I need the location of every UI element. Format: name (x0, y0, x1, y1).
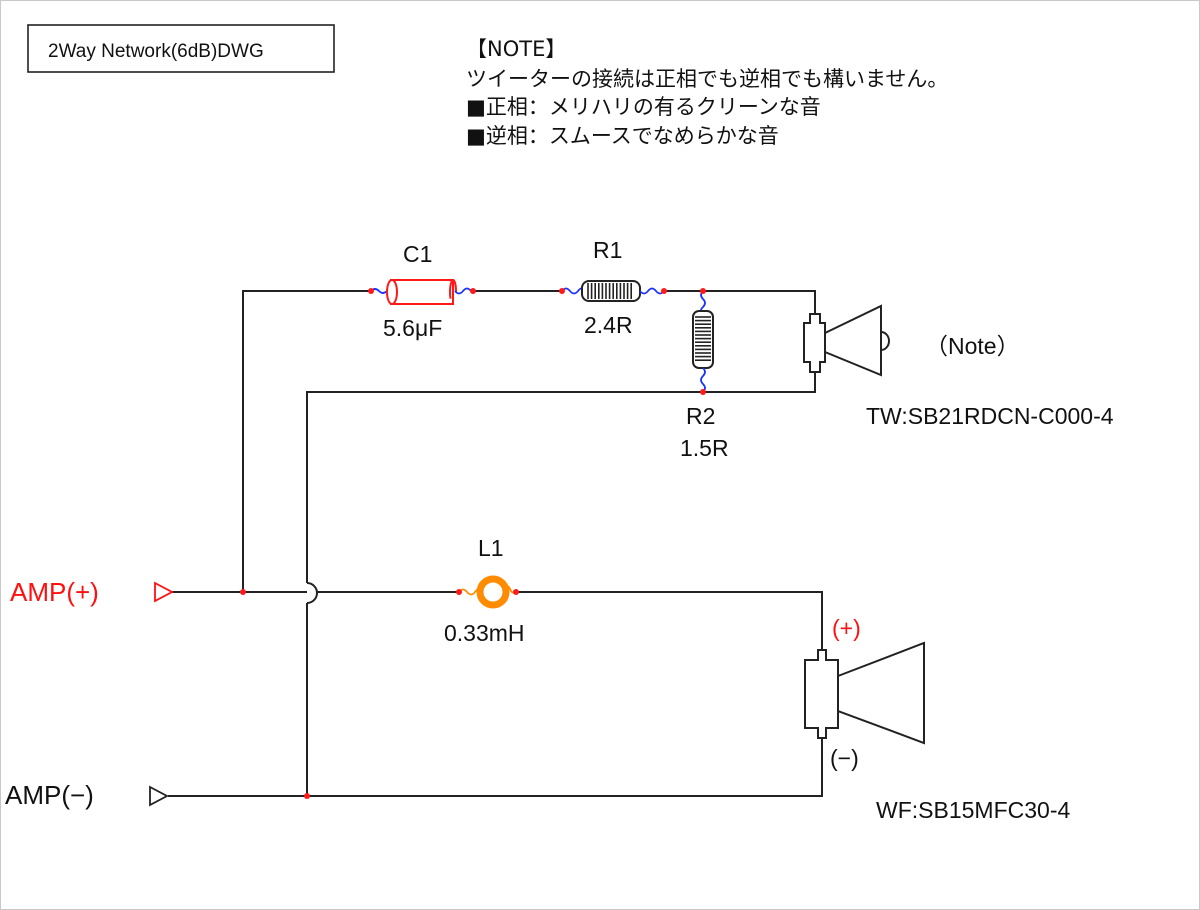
capacitor-icon (386, 279, 457, 305)
title-block: 2Way Network(6dB)DWG (27, 24, 335, 73)
r1-value: 2.4R (584, 312, 633, 338)
note-block: 【NOTE】 ツイーターの接続は正相でも逆相でも構いません。 ■正相：メリハリの… (466, 37, 948, 148)
tweeter-model: TW:SB21RDCN-C000-4 (866, 403, 1114, 429)
l1-label: L1 (478, 535, 504, 561)
capacitor-c1: C1 5.6μF (368, 241, 476, 341)
c1-lead-right (454, 287, 472, 295)
woofer-model: WF:SB15MFC30-4 (876, 797, 1070, 823)
note-heading: 【NOTE】 (466, 37, 566, 61)
woofer-minus-label: (−) (830, 745, 859, 771)
node (661, 288, 667, 294)
speaker-icon (804, 641, 925, 745)
amp-plus-label: AMP(+) (10, 577, 99, 607)
inductor-l1: L1 0.33mH (444, 535, 525, 646)
node (304, 793, 310, 799)
note-line-1: ツイーターの接続は正相でも逆相でも構いません。 (466, 67, 948, 91)
woofer: (+) (−) WF:SB15MFC30-4 (804, 615, 1070, 823)
wire-crossover-hop (306, 582, 318, 604)
title-box (27, 24, 335, 73)
c1-value: 5.6μF (383, 315, 442, 341)
node (368, 288, 374, 294)
note-line-2: ■正相：メリハリの有るクリーンな音 (466, 95, 821, 119)
wire-r1-tweeter (665, 290, 816, 314)
tweeter: （Note） TW:SB21RDCN-C000-4 (803, 304, 1114, 429)
title-text: 2Way Network(6dB)DWG (48, 41, 264, 62)
wire-tweeter-feed (242, 290, 371, 592)
r1-label: R1 (593, 237, 622, 263)
amp-minus-label: AMP(−) (5, 780, 94, 810)
node (700, 288, 706, 294)
r1-lead-right (639, 287, 665, 295)
node (700, 389, 706, 395)
resistor-r1: R1 2.4R (559, 237, 667, 338)
c1-label: C1 (403, 241, 432, 267)
l1-value: 0.33mH (444, 620, 525, 646)
woofer-plus-label: (+) (832, 615, 861, 641)
node (559, 288, 565, 294)
r2-lead-bottom (700, 367, 706, 393)
terminal-arrow-icon (149, 785, 169, 807)
r2-value: 1.5R (680, 435, 729, 461)
node (240, 589, 246, 595)
wires (168, 290, 823, 797)
terminal-amp-minus: AMP(−) (5, 780, 310, 810)
speaker-icon (803, 304, 890, 377)
resistor-r2: R2 1.5R (680, 288, 729, 461)
l1-lead-left (458, 587, 480, 596)
r2-label: R2 (686, 403, 715, 429)
wire-amp-minus (168, 732, 823, 797)
wire-l1-to-woofer-plus (515, 591, 823, 660)
node (513, 589, 519, 595)
terminal-arrow-icon (154, 581, 174, 603)
node (456, 589, 462, 595)
inductor-icon (476, 575, 510, 609)
tweeter-note: （Note） (925, 333, 1020, 359)
wire-tweeter-return (306, 372, 816, 583)
node (470, 288, 476, 294)
terminal-amp-plus: AMP(+) (10, 577, 246, 607)
note-line-3: ■逆相：スムースでなめらかな音 (466, 124, 779, 148)
